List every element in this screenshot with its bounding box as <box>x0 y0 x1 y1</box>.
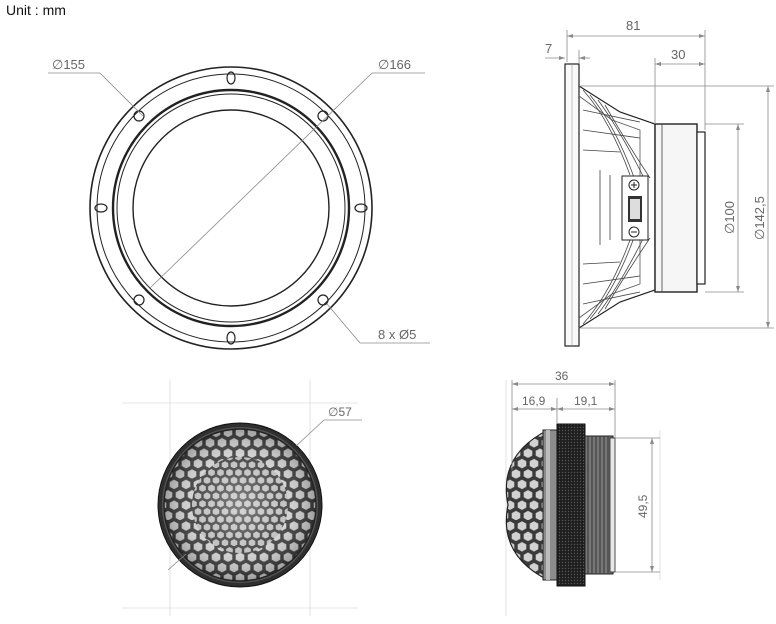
magnet-depth-label: 30 <box>671 47 685 62</box>
magnet-diameter-label: ∅100 <box>722 201 737 234</box>
flange-inner-edge <box>96 73 366 343</box>
overall-depth-label: 81 <box>626 18 640 33</box>
outer-diameter-label: ∅166 <box>378 57 411 72</box>
tweeter-overall-depth-label: 36 <box>555 369 569 383</box>
outer-flange-edge <box>89 66 373 350</box>
tweeter-diameter-label: ∅57 <box>328 405 352 419</box>
tweeter-front-view: ∅57 <box>122 380 362 616</box>
mounting-holes <box>94 71 368 345</box>
thread-diameter-label: 49,5 <box>636 494 650 518</box>
cone-edge <box>132 109 330 307</box>
flange-thickness-label: 7 <box>545 41 552 56</box>
surround-inner <box>116 93 346 323</box>
basket-ribs <box>582 89 651 325</box>
inner-diameter-label: ∅155 <box>52 57 85 72</box>
back-plate <box>696 131 706 285</box>
woofer-front-view: ∅155 ∅166 8 x Ø5 <box>48 57 430 350</box>
tweeter-side-view: 36 16,9 19,1 49,5 <box>505 369 661 616</box>
thread-lines <box>587 436 609 574</box>
body-depth-label: 19,1 <box>574 394 598 408</box>
magnet-assembly <box>654 123 698 293</box>
surround-outer <box>111 88 351 328</box>
tweeter-threaded-rear <box>584 435 614 575</box>
woofer-side-view: 81 7 30 ∅100 ∅142,5 <box>545 18 774 347</box>
dome-depth-label: 16,9 <box>522 394 546 408</box>
tweeter-knurled-body <box>556 423 586 587</box>
frame-diameter-label: ∅142,5 <box>752 196 767 240</box>
holes-label: 8 x Ø5 <box>378 327 416 342</box>
unit-label: Unit : mm <box>6 2 66 18</box>
